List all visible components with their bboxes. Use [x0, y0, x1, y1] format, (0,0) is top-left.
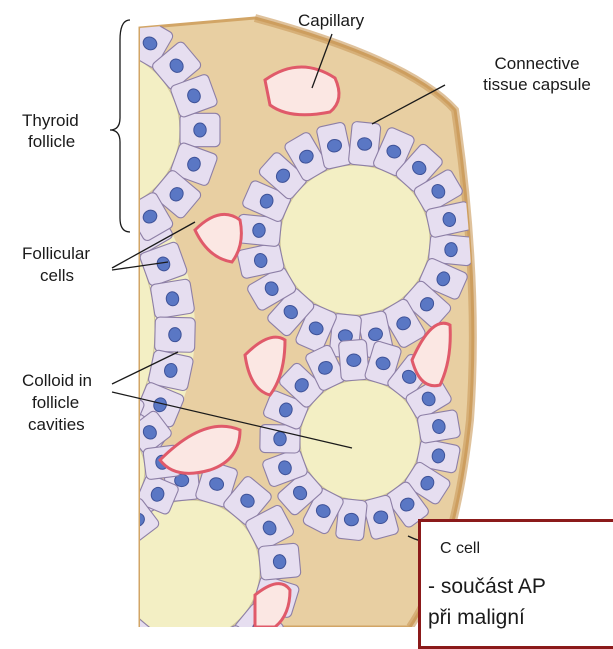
follicular-cell: [7, 495, 50, 542]
cell-nucleus: [67, 519, 85, 536]
follicular-cell: [79, 560, 122, 597]
cell-nucleus: [94, 571, 108, 586]
info-bullet-1: - součást AP: [428, 575, 546, 599]
colloid: [55, 425, 145, 515]
colloid: [0, 155, 155, 505]
capillary-label: Capillary: [298, 10, 364, 31]
follicular-cell: [19, 460, 58, 495]
cell-nucleus: [0, 87, 14, 104]
cell-nucleus: [14, 185, 32, 204]
cell-nucleus: [84, 479, 103, 497]
follicular-cell: [90, 513, 125, 552]
follicular-cell: [55, 505, 97, 549]
capsule-label-line2: tissue capsule: [462, 74, 612, 95]
follicular-cells-label-line1: Follicular: [22, 243, 90, 264]
follicular-cell: [0, 169, 49, 220]
follicular-cell: [27, 485, 74, 531]
c-cell-label: C cell: [440, 538, 480, 559]
cell-nucleus: [41, 35, 59, 53]
follicular-cell: [0, 40, 49, 91]
cell-nucleus: [0, 518, 1, 531]
capillary-wall: [265, 67, 339, 115]
cell-nucleus: [75, 221, 91, 236]
follicular-cell: [85, 588, 136, 627]
follicular-cell: [97, 9, 137, 54]
cell-nucleus: [96, 535, 112, 552]
cell-nucleus: [109, 24, 125, 39]
cell-nucleus: [34, 437, 51, 455]
cell-nucleus: [0, 123, 6, 137]
follicular-cell: [39, 481, 87, 532]
cell-nucleus: [100, 525, 115, 539]
thyroid-follicle-label-line1: Thyroid: [22, 110, 79, 131]
cell-nucleus: [0, 156, 14, 173]
follicular-cell: [0, 503, 12, 545]
cell-nucleus: [54, 498, 72, 515]
cell-nucleus: [41, 208, 59, 226]
cell-nucleus: [75, 24, 91, 39]
cell-nucleus: [112, 455, 131, 474]
follicular-cells-label-line2: cells: [40, 265, 74, 286]
cell-nucleus: [41, 498, 59, 517]
colloid: [280, 165, 430, 315]
cell-nucleus: [92, 168, 111, 186]
follicular-cell: [0, 113, 20, 146]
thyroid-follicle-label-line2: follicle: [28, 131, 75, 152]
cell-nucleus: [14, 56, 32, 75]
colloid-label-line3: cavities: [28, 414, 85, 435]
cell-nucleus: [102, 603, 119, 621]
cell-nucleus: [115, 404, 133, 421]
colloid-label-line2: follicle: [32, 392, 79, 413]
cell-nucleus: [21, 511, 38, 527]
cell-nucleus: [118, 193, 137, 212]
follicular-cell: [26, 18, 75, 69]
colloid-label-line1: Colloid in: [22, 370, 92, 391]
follicular-cell: [97, 206, 137, 251]
cell-nucleus: [194, 123, 206, 137]
follicular-cell: [63, 9, 103, 54]
cell-nucleus: [31, 470, 45, 485]
follicular-cell: [26, 191, 75, 242]
follicular-cell: [0, 142, 31, 187]
follicular-cell: [80, 521, 128, 565]
cell-nucleus: [169, 328, 182, 342]
cell-nucleus: [85, 401, 100, 415]
capsule-label-line1: Connective: [462, 53, 612, 74]
cell-nucleus: [346, 354, 361, 367]
cell-nucleus: [112, 503, 130, 522]
follicular-cell: [68, 462, 119, 515]
cell-nucleus: [274, 432, 287, 446]
info-bullet-2: při maligní: [428, 606, 525, 630]
cell-nucleus: [0, 129, 10, 143]
capillary: [265, 67, 339, 115]
follicular-cell: [0, 114, 22, 158]
